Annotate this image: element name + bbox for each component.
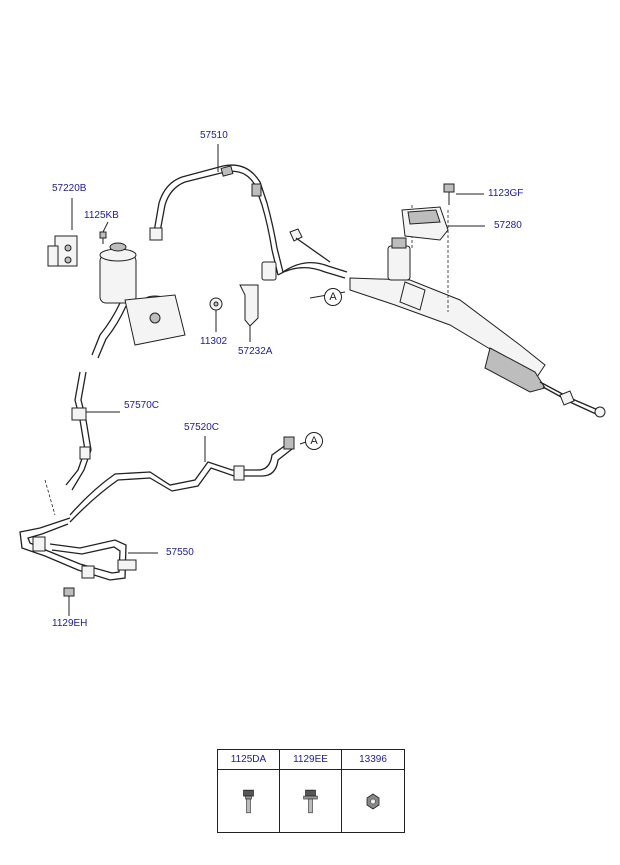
steering-gear xyxy=(349,205,606,418)
return-hose-57520C xyxy=(69,436,295,523)
clamp-11302 xyxy=(209,297,223,332)
return-tube-57570C xyxy=(44,371,120,516)
bracket-57232A xyxy=(239,284,259,342)
bolt-1123GF xyxy=(443,183,484,205)
bolt-1129EH xyxy=(63,587,75,616)
nut-icon xyxy=(366,793,380,810)
bolt-icon xyxy=(243,789,254,814)
label-57550: 57550 xyxy=(166,547,194,558)
bolt-1125KB xyxy=(99,231,107,244)
label-57510: 57510 xyxy=(200,130,228,141)
bracket-57220B xyxy=(47,198,78,267)
legend-cell-1129EE: 1129EE xyxy=(280,750,342,832)
legend-code-1125DA: 1125DA xyxy=(218,750,279,770)
legend-cell-13396: 13396 xyxy=(342,750,404,832)
label-11302: 11302 xyxy=(200,336,228,347)
reference-callout-a-hose: A xyxy=(305,432,323,450)
label-57570C: 57570C xyxy=(124,400,160,411)
legend-cell-1125DA: 1125DA xyxy=(218,750,280,832)
label-57520C: 57520C xyxy=(184,422,220,433)
label-1123GF: 1123GF xyxy=(488,188,524,199)
reservoir-and-pump xyxy=(91,242,186,359)
fastener-legend-table: 1125DA 1129EE 13396 xyxy=(217,749,405,833)
label-57220B: 57220B xyxy=(52,183,87,194)
legend-code-1129EE: 1129EE xyxy=(280,750,341,770)
cooler-pipe-57550 xyxy=(19,517,158,581)
label-1125KB: 1125KB xyxy=(84,210,119,221)
flange-bolt-icon xyxy=(303,789,318,814)
reference-callout-a-rack: A xyxy=(324,288,342,306)
cover-57280 xyxy=(401,206,485,241)
legend-code-13396: 13396 xyxy=(342,750,404,770)
label-57280: 57280 xyxy=(494,220,522,231)
label-1129EH: 1129EH xyxy=(52,618,88,629)
pressure-hose-57510 xyxy=(149,164,348,281)
label-57232A: 57232A xyxy=(238,346,273,357)
